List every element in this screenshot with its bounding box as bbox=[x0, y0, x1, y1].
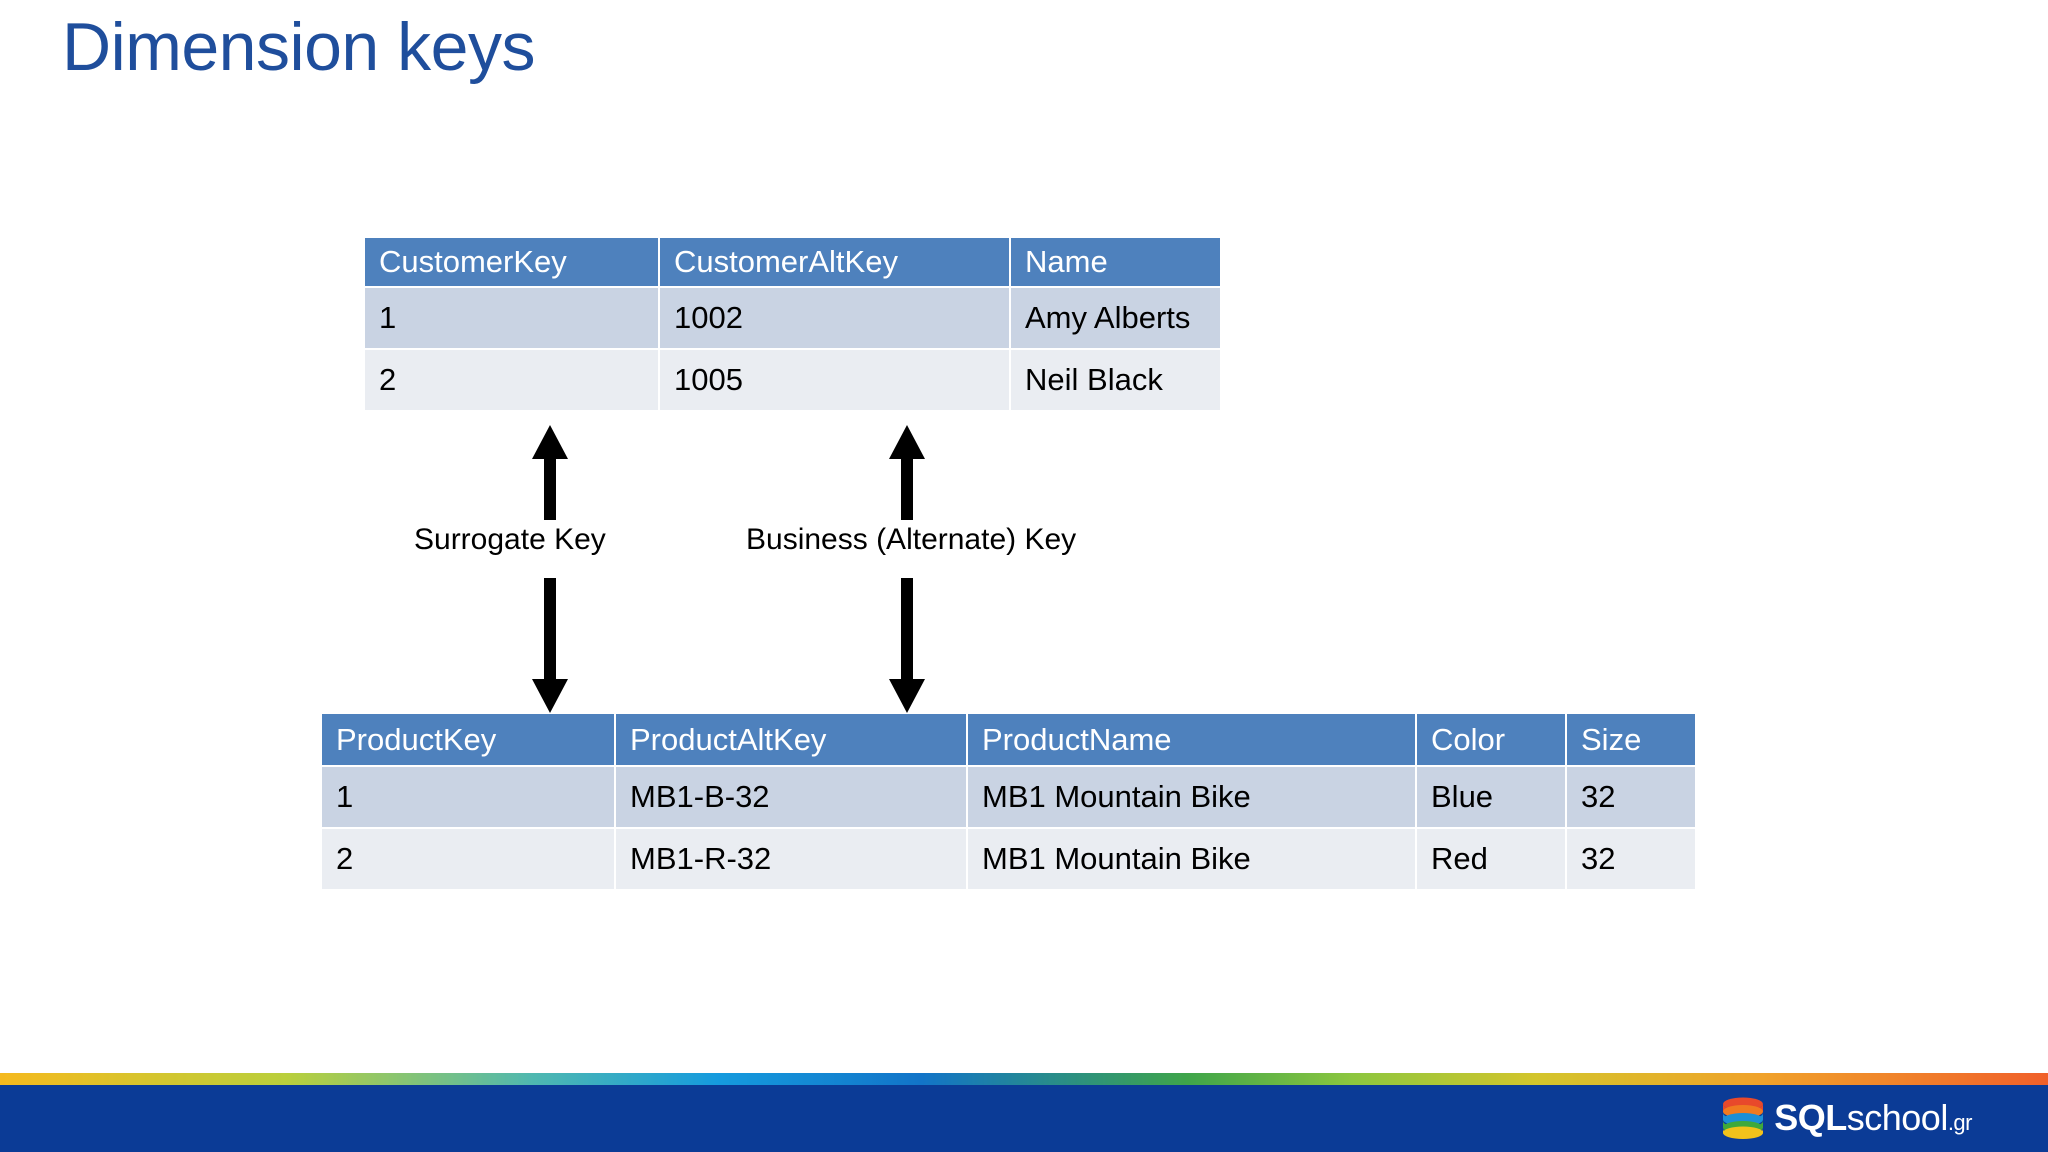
cell-color: Blue bbox=[1416, 766, 1567, 829]
cell-size: 32 bbox=[1566, 828, 1695, 891]
arrow-up-icon bbox=[889, 425, 925, 520]
business-key-label: Business (Alternate) Key bbox=[740, 523, 1083, 557]
column-header-productaltkey[interactable]: ProductAltKey bbox=[615, 714, 968, 767]
cell-productkey: 2 bbox=[322, 828, 616, 891]
column-header-customeraltkey[interactable]: CustomerAltKey bbox=[659, 238, 1011, 288]
logo-wordmark: SQLschool.gr bbox=[1774, 1100, 1972, 1136]
cell-customerkey: 2 bbox=[365, 349, 660, 412]
surrogate-key-label: Surrogate Key bbox=[408, 523, 612, 557]
cell-size: 32 bbox=[1566, 766, 1695, 829]
column-header-productname[interactable]: ProductName bbox=[967, 714, 1417, 767]
page-title: Dimension keys bbox=[62, 9, 535, 85]
cell-productname: MB1 Mountain Bike bbox=[967, 828, 1417, 891]
footer-bar bbox=[0, 1085, 2048, 1152]
cell-productname: MB1 Mountain Bike bbox=[967, 766, 1417, 829]
column-header-size[interactable]: Size bbox=[1566, 714, 1695, 767]
business-key-arrow-up bbox=[877, 425, 937, 520]
table-row: 1 1002 Amy Alberts bbox=[365, 287, 1220, 350]
column-header-name[interactable]: Name bbox=[1010, 238, 1220, 288]
arrow-down-icon bbox=[532, 578, 568, 713]
cell-productaltkey: MB1-B-32 bbox=[615, 766, 968, 829]
arrow-up-icon bbox=[532, 425, 568, 520]
cell-productaltkey: MB1-R-32 bbox=[615, 828, 968, 891]
surrogate-key-arrow-down bbox=[520, 578, 580, 713]
surrogate-key-arrow-up bbox=[520, 425, 580, 520]
table-row: 2 1005 Neil Black bbox=[365, 349, 1220, 412]
logo-school-text: school bbox=[1846, 1097, 1949, 1138]
sqlschool-logo[interactable]: SQLschool.gr bbox=[1721, 1094, 1973, 1142]
footer-gradient-bar bbox=[0, 1073, 2048, 1085]
table-row: 2 MB1-R-32 MB1 Mountain Bike Red 32 bbox=[322, 828, 1695, 891]
cell-customeraltkey: 1002 bbox=[659, 287, 1011, 350]
table-header-row: CustomerKey CustomerAltKey Name bbox=[365, 238, 1220, 288]
table-header-row: ProductKey ProductAltKey ProductName Col… bbox=[322, 714, 1695, 767]
logo-sql-text: SQL bbox=[1774, 1097, 1847, 1138]
table-row: 1 MB1-B-32 MB1 Mountain Bike Blue 32 bbox=[322, 766, 1695, 829]
column-header-customerkey[interactable]: CustomerKey bbox=[365, 238, 660, 288]
logo-tld-text: .gr bbox=[1947, 1110, 1973, 1135]
cell-customeraltkey: 1005 bbox=[659, 349, 1011, 412]
column-header-productkey[interactable]: ProductKey bbox=[322, 714, 616, 767]
cell-color: Red bbox=[1416, 828, 1567, 891]
column-header-color[interactable]: Color bbox=[1416, 714, 1567, 767]
cell-productkey: 1 bbox=[322, 766, 616, 829]
database-cylinder-icon bbox=[1723, 1097, 1764, 1139]
product-dimension-table: ProductKey ProductAltKey ProductName Col… bbox=[322, 714, 1695, 891]
arrow-down-icon bbox=[889, 578, 925, 713]
business-key-arrow-down bbox=[877, 578, 937, 713]
customer-dimension-table: CustomerKey CustomerAltKey Name 1 1002 A… bbox=[365, 238, 1220, 412]
cell-name: Amy Alberts bbox=[1010, 287, 1220, 350]
cell-customerkey: 1 bbox=[365, 287, 660, 350]
cell-name: Neil Black bbox=[1010, 349, 1220, 412]
